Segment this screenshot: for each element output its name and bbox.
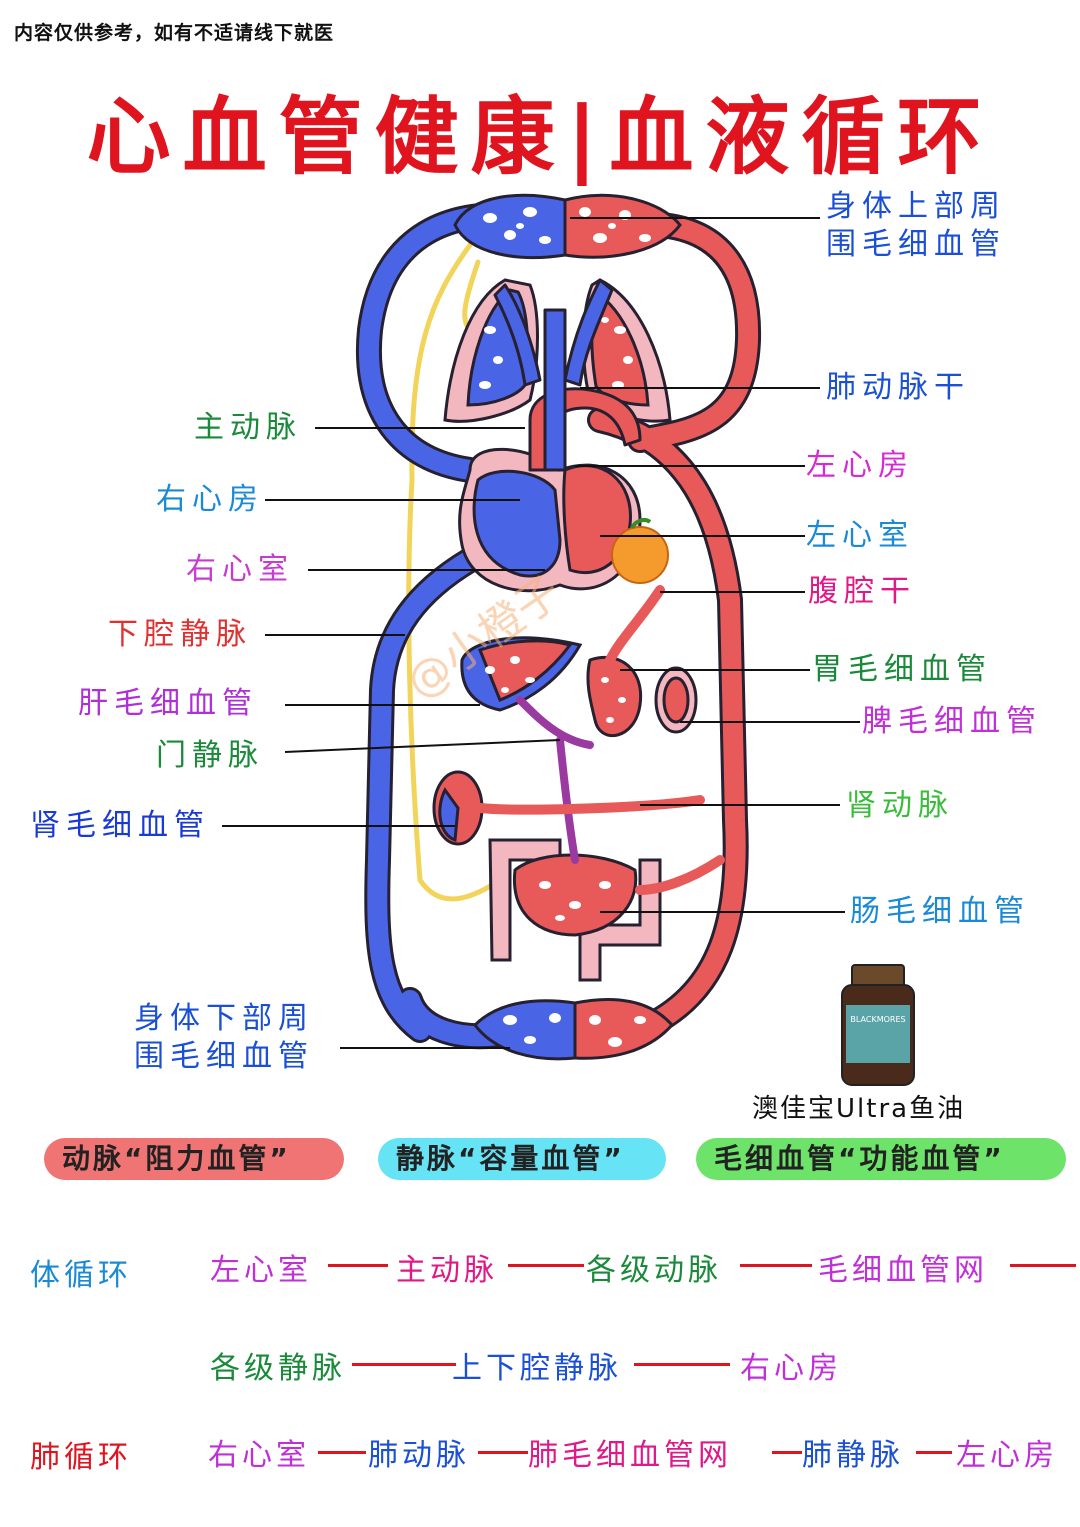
systemic-step: 各级静脉 bbox=[210, 1343, 346, 1387]
legend-capillary: 毛细血管“功能血管” bbox=[696, 1138, 1066, 1180]
systemic-step: 各级动脉 bbox=[586, 1245, 722, 1289]
pulmonary-title: 肺循环 bbox=[30, 1432, 132, 1476]
label-left-ventricle: 左心室 bbox=[806, 518, 914, 554]
flow-arrow bbox=[740, 1264, 812, 1267]
label-splenic-capillaries: 脾毛细血管 bbox=[862, 704, 1042, 740]
kidney bbox=[434, 772, 482, 844]
flow-arrow bbox=[508, 1264, 584, 1267]
label-inferior-vena-cava: 下腔静脉 bbox=[108, 617, 252, 653]
upper-capillary-bed bbox=[455, 195, 680, 257]
label-right-ventricle: 右心室 bbox=[186, 552, 294, 588]
systemic-step: 左心室 bbox=[210, 1245, 312, 1289]
flow-arrow bbox=[318, 1451, 366, 1454]
legend-artery: 动脉“阻力血管” bbox=[44, 1138, 344, 1180]
bottle-brand: BLACKMORES bbox=[850, 1015, 905, 1024]
label-renal-artery: 肾动脉 bbox=[846, 788, 954, 824]
label-intestinal-capillaries: 肠毛细血管 bbox=[850, 894, 1030, 930]
systemic-step: 主动脉 bbox=[396, 1245, 498, 1289]
label-right-atrium: 右心房 bbox=[156, 482, 264, 518]
flow-arrow bbox=[772, 1451, 802, 1454]
systemic-step: 毛细血管网 bbox=[818, 1245, 988, 1289]
systemic-title: 体循环 bbox=[30, 1250, 132, 1294]
label-renal-capillaries: 肾毛细血管 bbox=[30, 808, 210, 844]
flow-arrow bbox=[916, 1451, 952, 1454]
label-hepatic-capillaries: 肝毛细血管 bbox=[78, 686, 258, 722]
label-aorta: 主动脉 bbox=[194, 410, 302, 446]
flow-arrow bbox=[352, 1363, 456, 1366]
flow-arrow bbox=[634, 1363, 730, 1366]
portal-vessels bbox=[520, 700, 590, 860]
flow-arrow bbox=[328, 1264, 388, 1267]
pulmonary-step: 左心房 bbox=[956, 1430, 1058, 1474]
pulmonary-step: 肺静脉 bbox=[802, 1430, 904, 1474]
flow-arrow bbox=[478, 1451, 528, 1454]
label-upper-capillaries: 身体上部周围毛细血管 bbox=[826, 188, 1026, 264]
pulmonary-step: 肺毛细血管网 bbox=[528, 1430, 732, 1474]
flow-arrow bbox=[1010, 1264, 1076, 1267]
fish-oil-bottle-icon: BLACKMORES bbox=[842, 965, 914, 1085]
systemic-step: 上下腔静脉 bbox=[452, 1343, 622, 1387]
label-portal-vein: 门静脉 bbox=[156, 738, 264, 774]
legend-vein: 静脉“容量血管” bbox=[378, 1138, 666, 1180]
pulmonary-step: 肺动脉 bbox=[368, 1430, 470, 1474]
label-celiac-trunk: 腹腔干 bbox=[808, 574, 916, 610]
label-left-atrium: 左心房 bbox=[806, 448, 914, 484]
pulmonary-step: 右心室 bbox=[208, 1430, 310, 1474]
label-pulmonary-trunk: 肺动脉干 bbox=[826, 370, 970, 406]
lower-capillary-bed bbox=[475, 999, 672, 1058]
label-gastric-capillaries: 胃毛细血管 bbox=[812, 652, 992, 688]
product-label: 澳佳宝Ultra鱼油 bbox=[752, 1088, 965, 1125]
systemic-step: 右心房 bbox=[740, 1343, 842, 1387]
label-lower-capillaries: 身体下部周围毛细血管 bbox=[134, 1000, 334, 1076]
